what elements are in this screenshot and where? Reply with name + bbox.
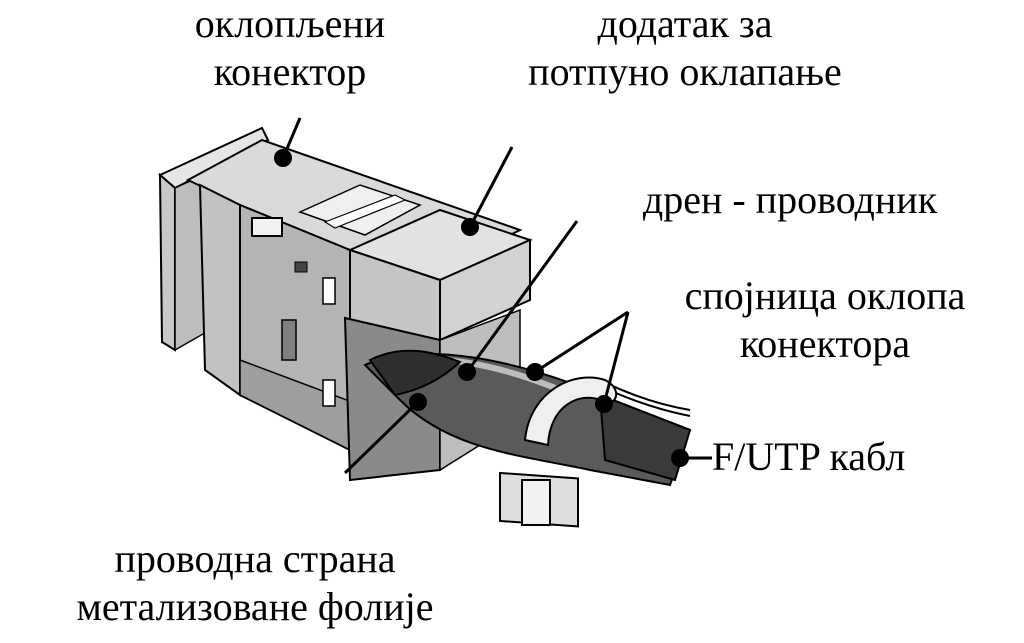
label-cable-line1: F/UTP кабл [712, 434, 906, 479]
dot-drain-wire [458, 363, 476, 381]
shield-clip [499, 376, 618, 528]
dot-clip-b [595, 395, 613, 413]
dot-shielded-connector [274, 149, 292, 167]
leader-shield-addon [468, 146, 514, 228]
slot-window [251, 217, 283, 237]
label-foil-side: проводна страна метализоване фолије [0, 535, 510, 631]
label-shield-clip-line2: конектора [739, 321, 911, 366]
label-cable: F/UTP кабл [712, 433, 1012, 481]
dot-clip-a [526, 363, 544, 381]
dot-foil [409, 393, 427, 411]
label-shield-clip-line1: спојница оклопа [684, 273, 966, 318]
ftp-cable [363, 349, 692, 487]
label-foil-side-line2: метализоване фолије [76, 584, 434, 629]
leader-clip-a [534, 310, 629, 374]
label-foil-side-line1: проводна страна [114, 536, 396, 581]
shielded-connector-body [185, 138, 523, 481]
label-shield-clip: спојница оклопа конектора [630, 272, 1020, 368]
dot-cable [671, 449, 689, 467]
label-full-shield-addon: додатак за потпуно оклапање [470, 0, 900, 96]
leader-foil [343, 400, 420, 475]
label-drain-wire-line1: дрен - проводник [642, 177, 938, 222]
label-shielded-connector-line2: конектор [213, 49, 367, 94]
label-full-shield-addon-line1: додатак за [597, 1, 773, 46]
leader-clip-b [602, 311, 630, 405]
label-drain-wire: дрен - проводник [585, 176, 995, 224]
leader-lines [281, 117, 712, 475]
leader-dots [274, 149, 689, 467]
label-shielded-connector-line1: оклопљени [194, 1, 386, 46]
dot-shield-addon [461, 218, 479, 236]
label-full-shield-addon-line2: потпуно оклапање [528, 49, 842, 94]
leader-drain-wire [465, 220, 579, 373]
label-shielded-connector: оклопљени конектор [160, 0, 420, 96]
